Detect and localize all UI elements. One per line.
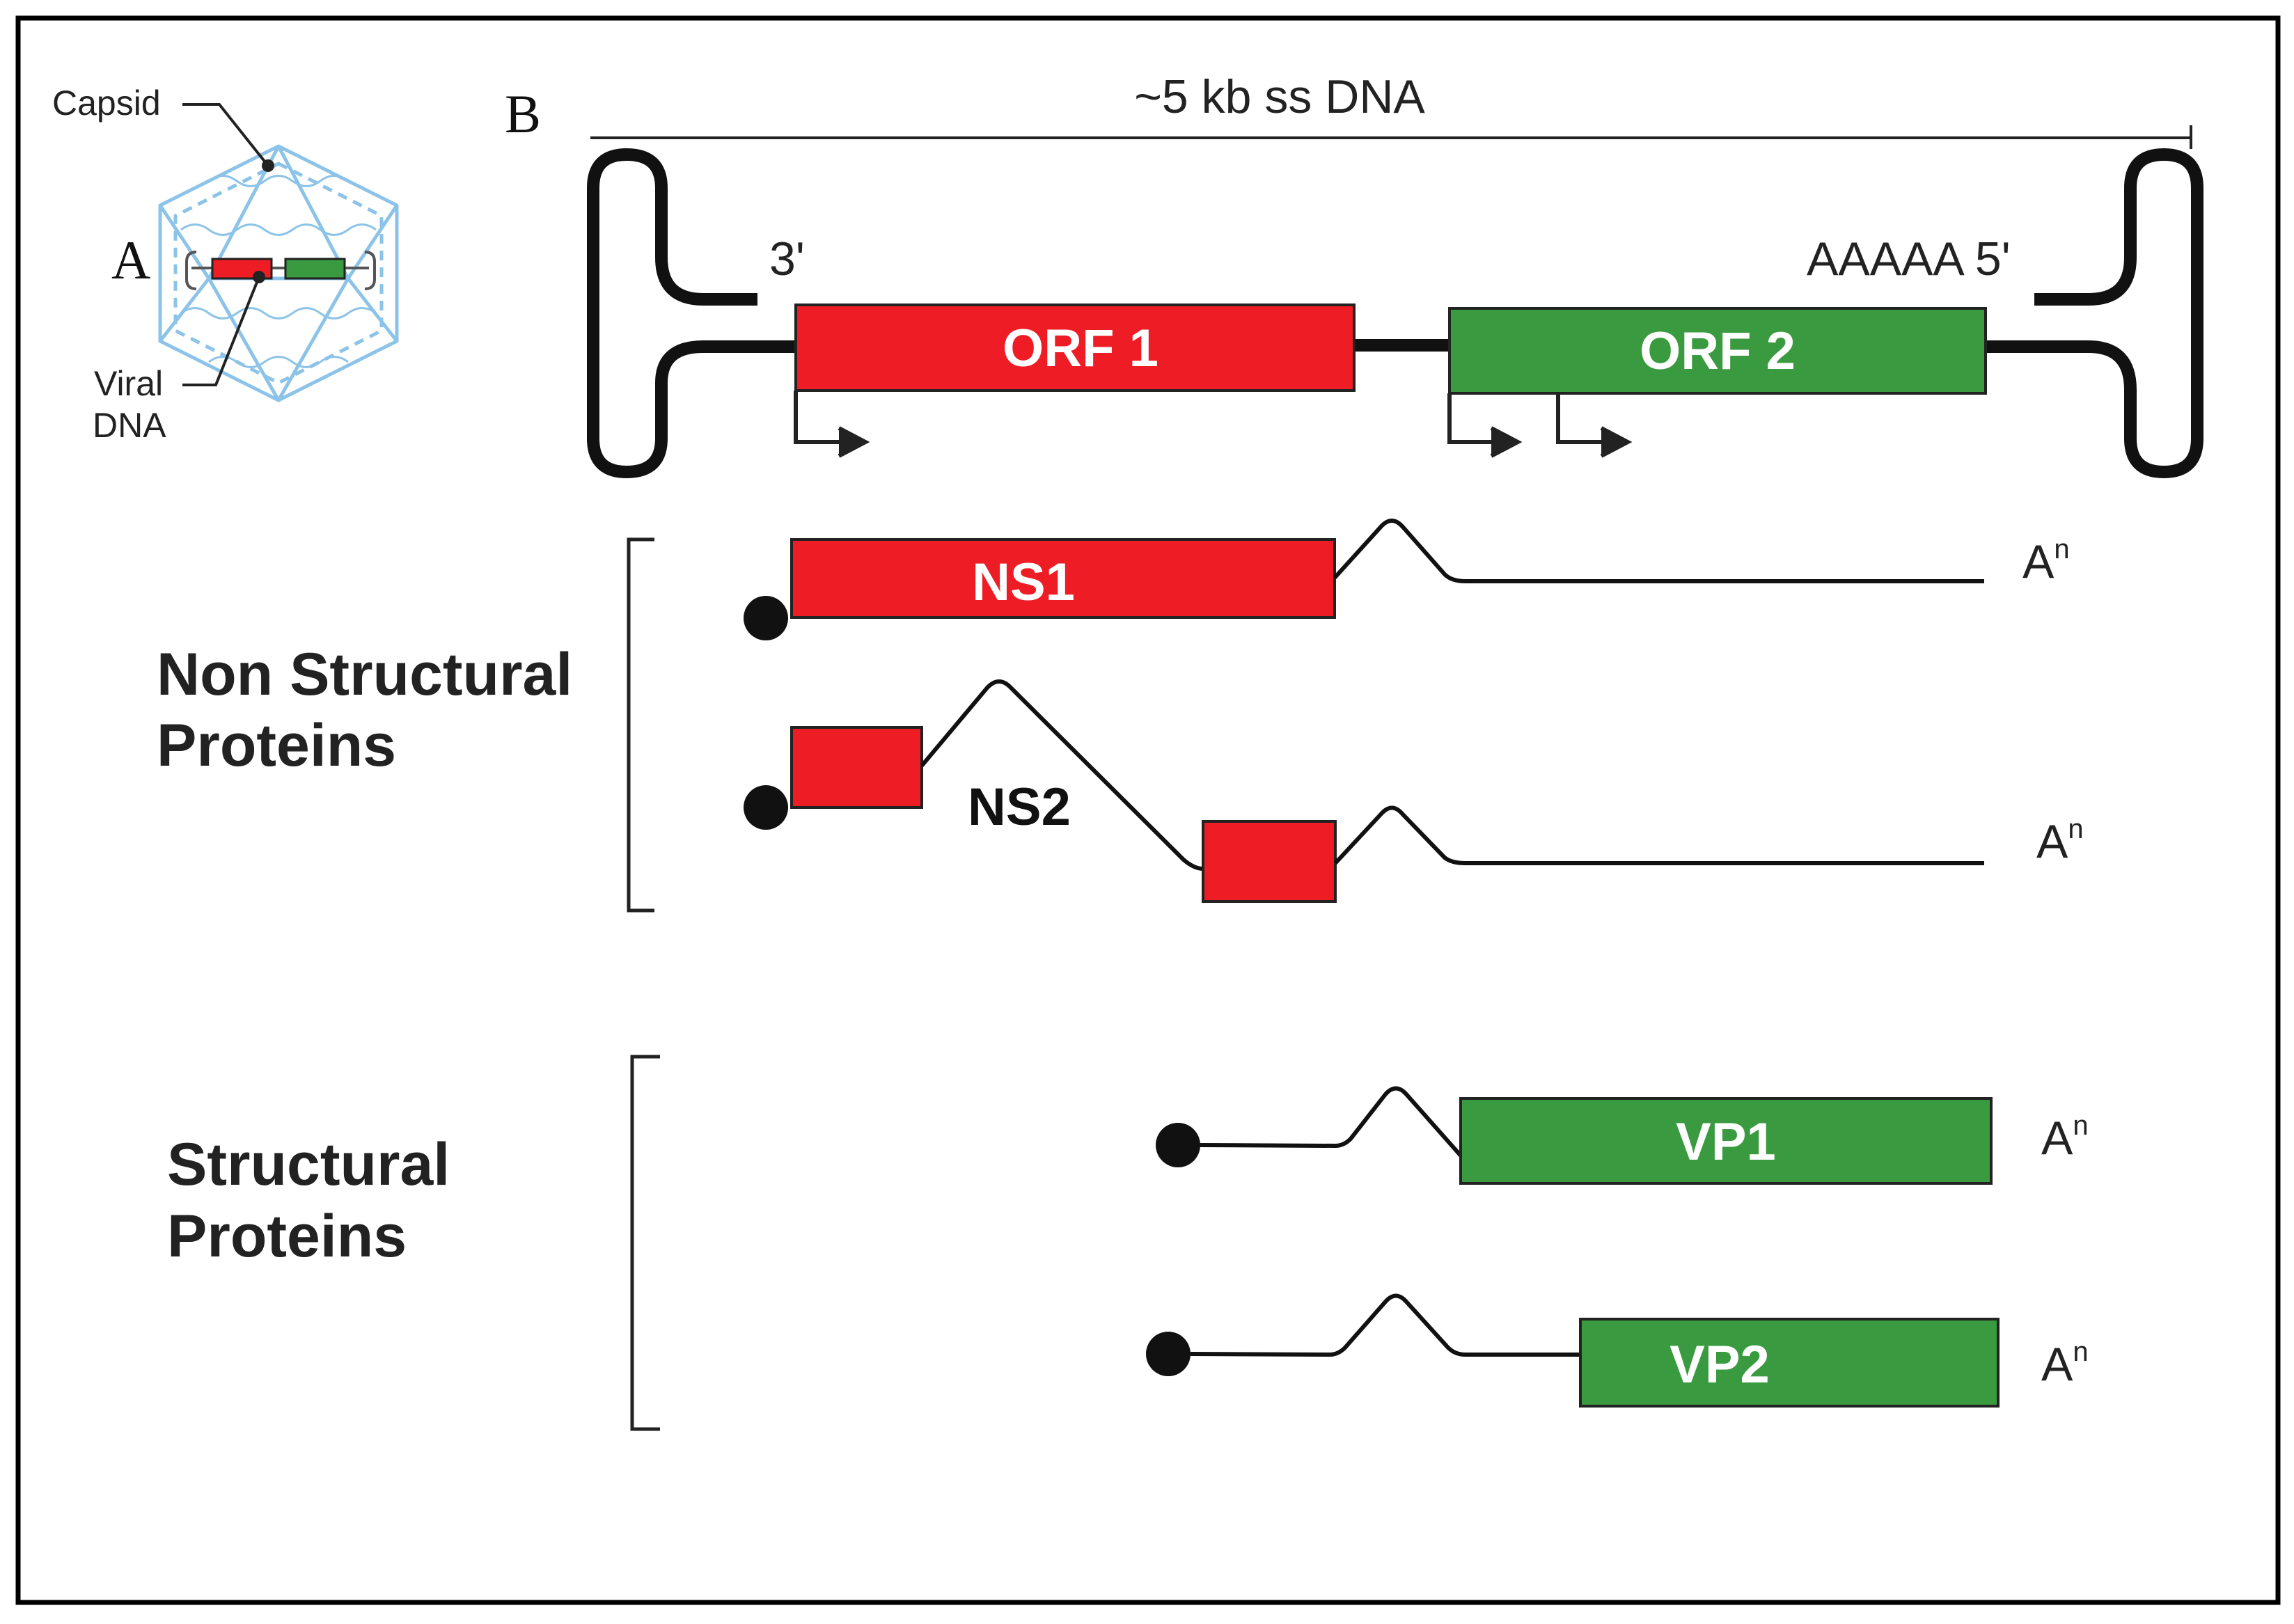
vp2-box — [1579, 1318, 2000, 1408]
capsid-leader-line — [182, 103, 269, 167]
ns2-exon2 — [1202, 820, 1337, 903]
vp1-transcript: VP1 An — [1156, 1086, 2089, 1185]
vp2-label: VP2 — [1670, 1335, 1770, 1394]
ns1-transcript: NS1 An — [744, 519, 2070, 640]
vp2-transcript: VP2 An — [1146, 1293, 2089, 1408]
ns2-label: NS2 — [968, 778, 1071, 837]
promoter-arrow-p2 — [1447, 393, 1523, 458]
ns2-cap — [744, 785, 788, 830]
ns1-box — [790, 538, 1336, 619]
ns1-cap — [744, 596, 788, 640]
vp1-box — [1459, 1097, 1993, 1185]
ns2-polya: An — [2036, 814, 2084, 868]
vp1-cap — [1156, 1123, 1200, 1167]
orf1-box — [794, 303, 1356, 392]
promoter-arrow-p3 — [1556, 393, 1633, 458]
panel-b: B ~5 kb ss DNA 3' AAAAA 5' ORF 1 ORF 2 — [505, 70, 2203, 478]
vp1-label: VP1 — [1676, 1112, 1776, 1172]
end-3-prime-label: 3' — [769, 232, 805, 285]
end-5-prime-label: AAAAA 5' — [1807, 232, 2011, 285]
viral-dna-label-line1: Viral — [94, 364, 163, 403]
ns2-intron2 — [1333, 805, 1984, 865]
structural-label-line1: Structural — [167, 1131, 450, 1198]
promoter-arrow-p1 — [794, 391, 870, 458]
ns1-intron — [1333, 519, 1984, 583]
genome-size-label: ~5 kb ss DNA — [1134, 70, 1425, 123]
structural-group: Structural Proteins VP1 An VP2 An — [167, 1055, 2089, 1431]
right-hairpin — [1984, 148, 2203, 478]
viral-dna-leader-dot — [253, 271, 265, 283]
capsid-shape — [158, 144, 399, 402]
capsid-leader-dot — [262, 159, 274, 172]
vp2-polya: An — [2041, 1337, 2089, 1391]
ns1-label: NS1 — [972, 553, 1075, 612]
panel-b-letter: B — [505, 84, 541, 144]
figure-border — [15, 15, 2281, 1605]
left-hairpin — [587, 148, 796, 478]
vp1-polya: An — [2041, 1110, 2089, 1165]
mini-orf2 — [284, 258, 346, 280]
panel-a-letter: A — [111, 230, 150, 290]
orf1-label: ORF 1 — [1003, 319, 1158, 378]
nonstructural-group: Non Structural Proteins NS1 An NS2 An — [157, 519, 2084, 913]
ns1-polya: An — [2022, 534, 2070, 588]
capsid-label: Capsid — [52, 84, 161, 123]
structural-label-line2: Proteins — [167, 1203, 407, 1270]
nonstructural-label-line2: Proteins — [157, 712, 396, 779]
panel-a: Capsid Viral DNA A — [52, 84, 399, 445]
vp2-intron — [1190, 1293, 1580, 1357]
nonstructural-bracket — [627, 537, 654, 913]
vp1-intron — [1200, 1086, 1463, 1157]
ns2-intron1 — [920, 679, 1204, 871]
viral-dna-leader-line — [182, 276, 260, 386]
vp2-cap — [1146, 1332, 1191, 1376]
structural-bracket — [630, 1055, 660, 1431]
ns2-transcript: NS2 An — [744, 679, 2084, 903]
nonstructural-label-line1: Non Structural — [157, 641, 572, 708]
ns2-exon1 — [790, 726, 923, 809]
viral-dna-label-line2: DNA — [93, 406, 166, 445]
orf2-box — [1448, 307, 1987, 395]
orf2-label: ORF 2 — [1640, 322, 1796, 381]
